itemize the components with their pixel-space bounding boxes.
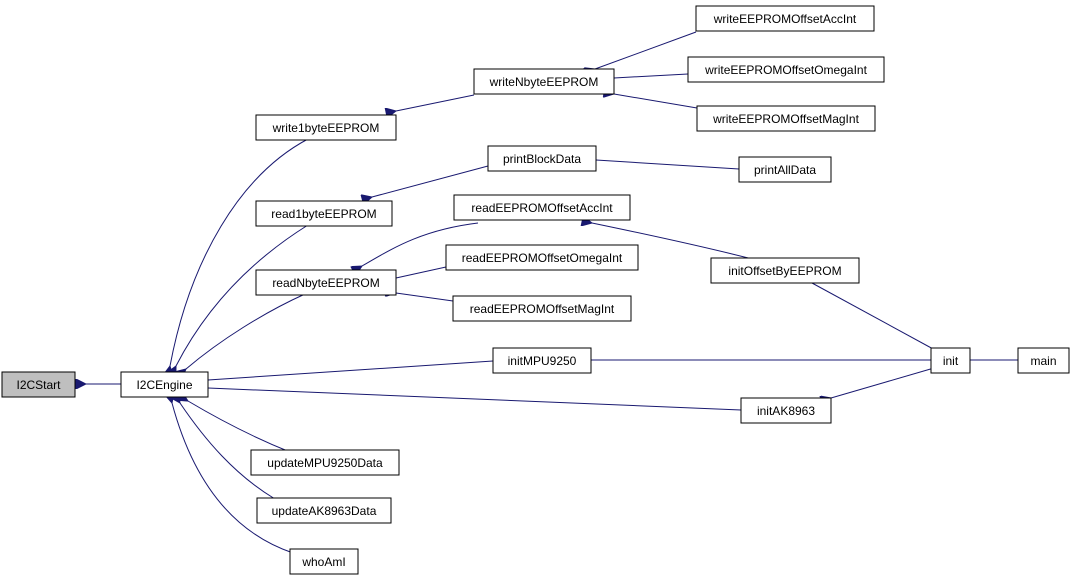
node-read1byte[interactable]: read1byteEEPROM (255, 200, 393, 227)
node-write1byte[interactable]: write1byteEEPROM (255, 114, 397, 141)
node-label: updateMPU9250Data (267, 456, 383, 470)
edge-init-initoffset (812, 283, 936, 351)
node-label: printBlockData (503, 152, 581, 166)
node-label: printAllData (754, 163, 816, 177)
edge-init-initak (831, 367, 935, 398)
node-main[interactable]: main (1017, 347, 1070, 374)
edge-writeacc-writenbyte (595, 31, 697, 69)
node-writeomega[interactable]: writeEEPROMOffsetOmegaInt (687, 56, 885, 83)
edge-printall-printblock (596, 160, 740, 170)
edge-initak-i2cengine (208, 388, 742, 411)
node-readnbyte[interactable]: readNbyteEEPROM (255, 269, 397, 296)
edge-whoami-i2cengine (172, 403, 294, 554)
node-readacc[interactable]: readEEPROMOffsetAccInt (453, 194, 631, 221)
node-label: I2CStart (16, 378, 61, 392)
edge-writemag-writenbyte (614, 94, 698, 109)
node-writeacc[interactable]: writeEEPROMOffsetAccInt (695, 5, 875, 32)
edge-write1byte-i2cengine (170, 138, 309, 366)
edges (86, 31, 1018, 554)
node-label: writeNbyteEEPROM (489, 75, 599, 89)
node-label: initAK8963 (757, 404, 815, 418)
node-readmag[interactable]: readEEPROMOffsetMagInt (452, 295, 632, 322)
edge-readnbyte-i2cengine (186, 293, 306, 369)
edge-writeomega-writenbyte (614, 74, 689, 78)
node-updateak[interactable]: updateAK8963Data (256, 497, 392, 524)
node-init[interactable]: init (930, 347, 971, 374)
node-label: whoAmI (301, 555, 345, 569)
node-label: readNbyteEEPROM (272, 276, 379, 290)
node-label: writeEEPROMOffsetMagInt (712, 112, 859, 126)
edge-readmag-readnbyte (396, 293, 454, 302)
edge-initoffset-readacc (592, 223, 761, 262)
node-label: readEEPROMOffsetMagInt (470, 302, 615, 316)
node-initoffset[interactable]: initOffsetByEEPROM (710, 257, 860, 284)
node-label: read1byteEEPROM (271, 207, 376, 221)
node-label: writeEEPROMOffsetOmegaInt (704, 63, 867, 77)
edge-readomega-readnbyte (396, 266, 447, 278)
node-label: initOffsetByEEPROM (728, 264, 841, 278)
node-i2cstart[interactable]: I2CStart (1, 371, 76, 398)
edge-initmpu-i2cengine (208, 360, 494, 380)
node-printall[interactable]: printAllData (738, 156, 832, 183)
node-label: readEEPROMOffsetOmegaInt (462, 251, 623, 265)
node-readomega[interactable]: readEEPROMOffsetOmegaInt (445, 244, 639, 271)
node-label: initMPU9250 (508, 354, 577, 368)
edge-read1byte-i2cengine (176, 224, 309, 366)
edge-readacc-readnbyte (362, 222, 479, 266)
node-initmpu[interactable]: initMPU9250 (492, 347, 592, 374)
node-updatempu[interactable]: updateMPU9250Data (250, 449, 400, 476)
node-initak[interactable]: initAK8963 (740, 397, 832, 424)
edge-printblock-read1byte (372, 165, 489, 197)
node-label: init (943, 354, 959, 368)
edge-updateak-i2cengine (180, 403, 276, 500)
node-label: updateAK8963Data (272, 504, 377, 518)
node-label: main (1030, 354, 1056, 368)
node-whoami[interactable]: whoAmI (289, 548, 359, 575)
node-writemag[interactable]: writeEEPROMOffsetMagInt (696, 105, 876, 132)
node-label: readEEPROMOffsetAccInt (471, 201, 613, 215)
node-label: writeEEPROMOffsetAccInt (713, 12, 857, 26)
node-writenbyte[interactable]: writeNbyteEEPROM (473, 68, 615, 95)
node-i2cengine[interactable]: I2CEngine (120, 371, 209, 398)
edge-updatempu-i2cengine (188, 401, 291, 453)
node-label: write1byteEEPROM (272, 121, 380, 135)
node-printblock[interactable]: printBlockData (487, 145, 597, 172)
edge-writenbyte-write1byte (396, 94, 475, 111)
node-label: I2CEngine (136, 378, 192, 392)
